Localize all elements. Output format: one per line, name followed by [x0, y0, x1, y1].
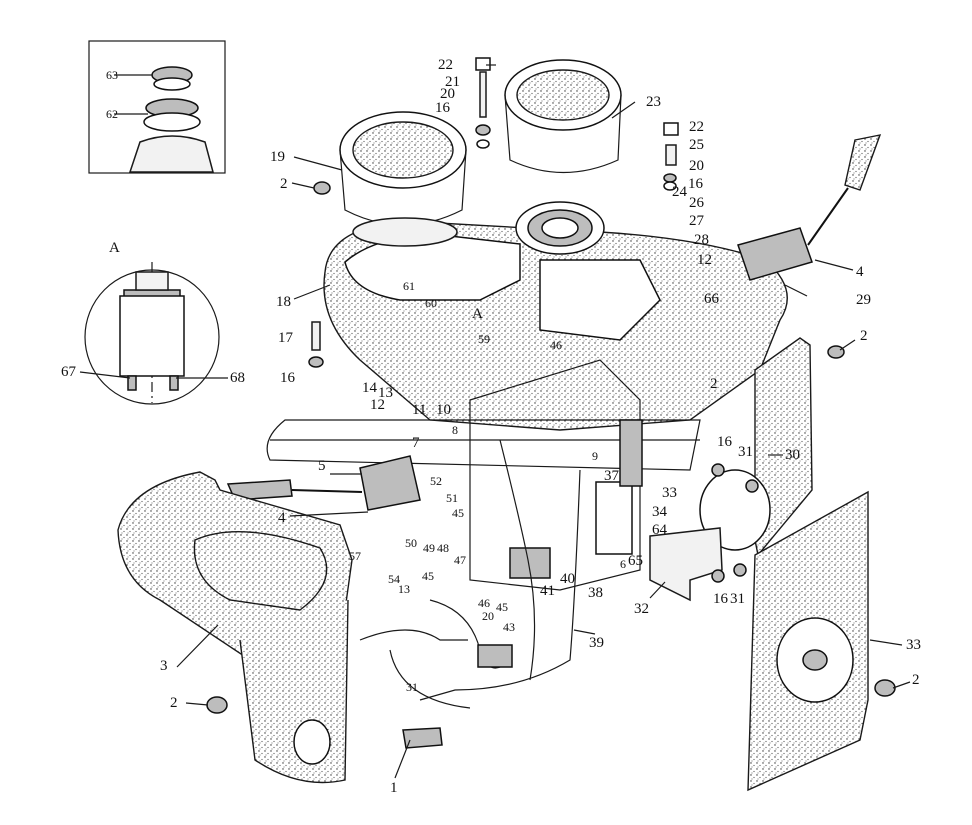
inset-seal-detail — [88, 40, 226, 174]
callout-23: 23 — [646, 94, 661, 110]
callout-59: 59 — [478, 332, 490, 346]
callout-61: 61 — [403, 279, 415, 293]
callout-45-mid: 45 — [422, 569, 434, 583]
callout-37: 37 — [604, 468, 620, 484]
callout-45-top: 45 — [452, 506, 464, 520]
callout-46-low: 46 — [478, 596, 490, 610]
callout-3: 3 — [160, 658, 168, 674]
callout-22-top: 22 — [438, 57, 453, 73]
panel-33 — [747, 490, 869, 792]
callout-2-left: 2 — [280, 176, 288, 192]
callout-45-low: 45 — [496, 600, 508, 614]
callout-16-low: 16 — [713, 591, 729, 607]
callout-31-bottom: 31 — [406, 680, 418, 694]
callout-41: 41 — [540, 583, 555, 599]
callout-33-mid: 33 — [662, 485, 677, 501]
callout-32: 32 — [634, 601, 649, 617]
wiring-harness — [359, 439, 581, 749]
callout-64: 64 — [652, 522, 668, 538]
callout-27: 27 — [689, 213, 705, 229]
callout-2-center: 2 — [710, 376, 718, 392]
callout-14: 14 — [362, 380, 378, 396]
combination-switch-4 — [737, 134, 882, 281]
callout-4-right: 4 — [856, 264, 864, 280]
callout-63: 63 — [106, 68, 118, 82]
callout-60: 60 — [425, 296, 437, 310]
callout-30: 30 — [785, 447, 800, 463]
callout-12-right: 12 — [697, 252, 712, 268]
callout-40: 40 — [560, 571, 575, 587]
callout-12-left: 12 — [370, 397, 385, 413]
callout-20-low: 20 — [482, 609, 494, 623]
callout-57: 57 — [349, 549, 361, 563]
callout-6: 6 — [620, 557, 626, 571]
callout-21: 21 — [445, 74, 460, 90]
inset-a-circle-detail — [84, 262, 220, 405]
callout-20-top: 20 — [440, 86, 455, 102]
callout-labels: 63 62 A 67 68 22 21 20 16 23 19 2 22 25 … — [61, 57, 921, 796]
inset-a-label: A — [109, 240, 120, 256]
callout-47: 47 — [454, 553, 466, 567]
callout-49: 49 — [423, 541, 435, 555]
callout-4-left: 4 — [278, 510, 286, 526]
callout-13-top: 13 — [378, 385, 393, 401]
callout-65: 65 — [628, 553, 643, 569]
callout-62: 62 — [106, 107, 118, 121]
callout-25: 25 — [689, 137, 704, 153]
callout-34: 34 — [652, 504, 668, 520]
callout-2-bottom-right: 2 — [912, 672, 920, 688]
dashboard-housing — [266, 221, 788, 471]
callout-38: 38 — [588, 585, 603, 601]
callout-2-right: 2 — [860, 328, 868, 344]
callout-2-bottom-left: 2 — [170, 695, 178, 711]
callout-33: 33 — [906, 637, 921, 653]
callout-1: 1 — [390, 780, 398, 796]
callout-18: 18 — [276, 294, 291, 310]
fasteners — [206, 57, 896, 714]
callout-50: 50 — [405, 536, 417, 550]
gauge-19 — [339, 111, 467, 247]
callout-52: 52 — [430, 474, 442, 488]
callout-48: 48 — [437, 541, 449, 555]
section-a-marker: A — [472, 306, 483, 322]
callout-68: 68 — [230, 370, 245, 386]
callout-20-right: 20 — [689, 158, 704, 174]
gauge-center — [515, 201, 605, 255]
callout-9: 9 — [592, 449, 598, 463]
callout-11: 11 — [412, 402, 426, 418]
callout-46-top: 46 — [550, 338, 562, 352]
callout-8: 8 — [452, 423, 458, 437]
callout-19: 19 — [270, 149, 285, 165]
callout-43: 43 — [503, 620, 515, 634]
callout-16-right: 16 — [688, 176, 704, 192]
callout-66: 66 — [704, 291, 720, 307]
callout-31-top: 31 — [738, 444, 753, 460]
callout-51: 51 — [446, 491, 458, 505]
callout-39: 39 — [589, 635, 604, 651]
callout-28: 28 — [694, 232, 709, 248]
gauge-23 — [504, 59, 622, 173]
callout-22-right: 22 — [689, 119, 704, 135]
callout-26: 26 — [689, 195, 705, 211]
callout-10: 10 — [436, 402, 451, 418]
callout-16-left: 16 — [280, 370, 296, 386]
callout-24: 24 — [672, 184, 688, 200]
callout-17: 17 — [278, 330, 294, 346]
callout-13-low: 13 — [398, 582, 410, 596]
callout-7: 7 — [412, 435, 420, 451]
callout-31-low: 31 — [730, 591, 745, 607]
callout-5: 5 — [318, 458, 326, 474]
switch-5 — [226, 455, 421, 511]
callout-67: 67 — [61, 364, 77, 380]
callout-16-top: 16 — [435, 100, 451, 116]
callout-16-mid: 16 — [717, 434, 733, 450]
panel-3 — [117, 471, 353, 784]
callout-29: 29 — [856, 292, 871, 308]
leader-lines — [79, 64, 911, 779]
callout-54: 54 — [388, 572, 400, 586]
